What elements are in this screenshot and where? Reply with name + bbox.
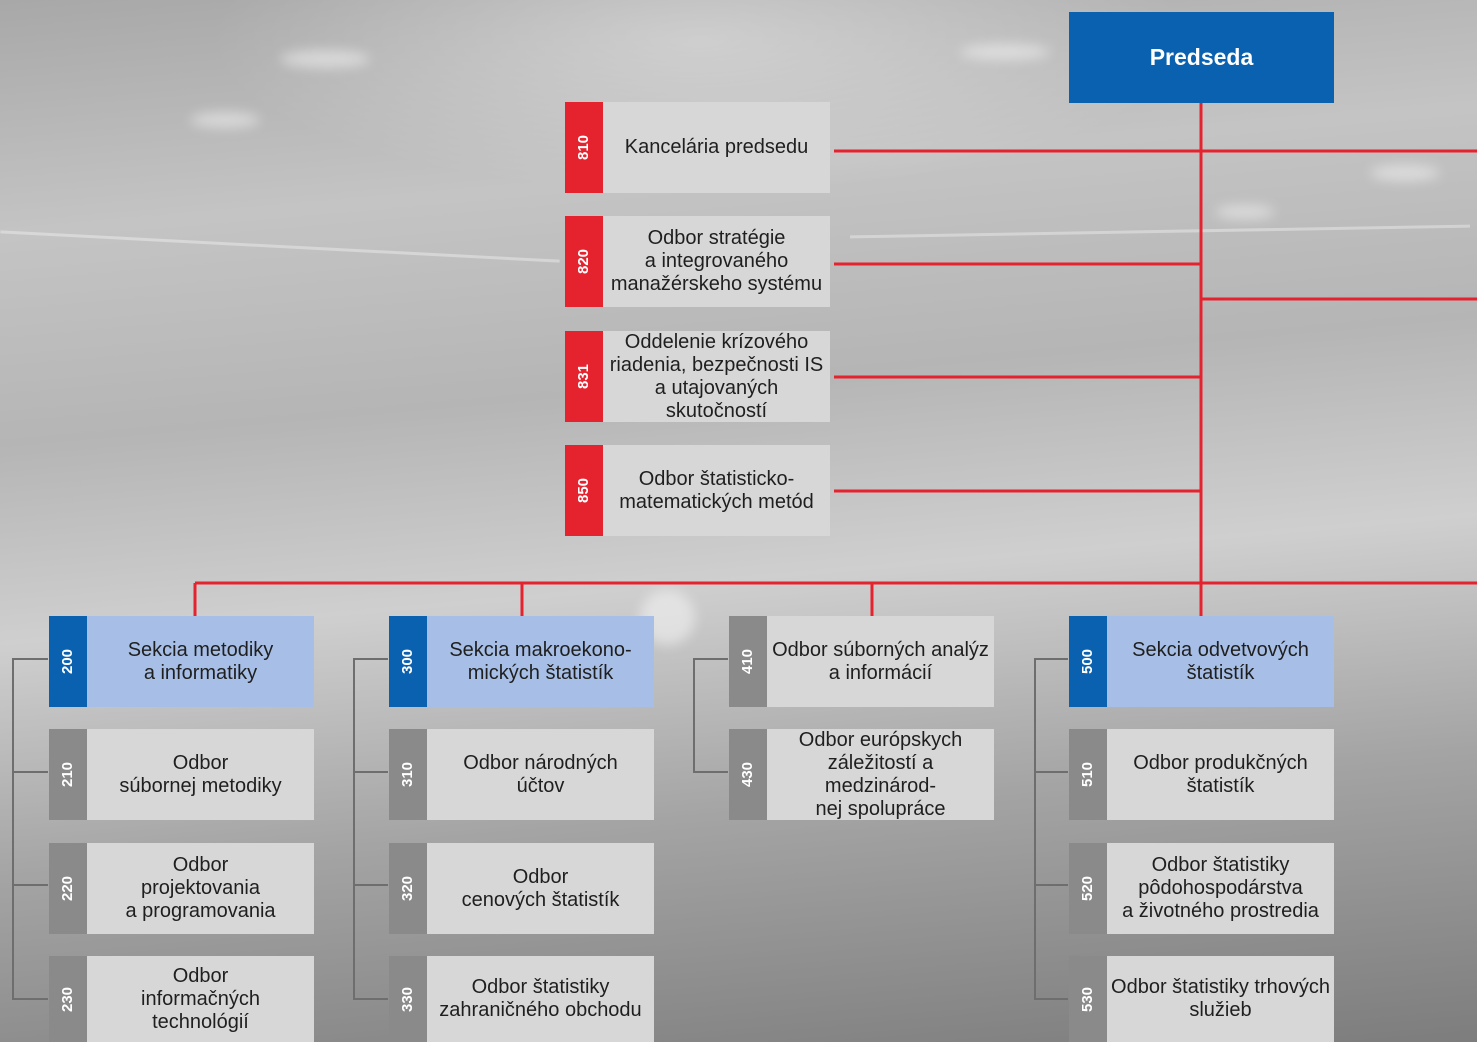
- unit-label: Odbor štatistiky trhových služieb: [1107, 956, 1334, 1042]
- department-530: 530 Odbor štatistiky trhových služieb: [1069, 956, 1334, 1042]
- unit-code: 530: [1069, 956, 1107, 1042]
- department-430: 430 Odbor európskych záležitostí a medzi…: [729, 729, 994, 820]
- unit-label: Sekcia metodiky a informatiky: [87, 616, 314, 707]
- staff-unit-850: 850 Odbor štatisticko- matematických met…: [565, 445, 830, 536]
- department-330: 330 Odbor štatistiky zahraničného obchod…: [389, 956, 654, 1042]
- unit-code: 210: [49, 729, 87, 820]
- department-520: 520 Odbor štatistiky pôdohospodárstva a …: [1069, 843, 1334, 934]
- staff-unit-820: 820 Odbor stratégie a integrovaného mana…: [565, 216, 830, 307]
- unit-code: 500: [1069, 616, 1107, 707]
- unit-label: Odbor stratégie a integrovaného manažérs…: [603, 216, 830, 307]
- unit-code: 831: [565, 331, 603, 422]
- unit-label: Kancelária predsedu: [603, 102, 830, 193]
- unit-label: Odbor projektovania a programovania: [87, 843, 314, 934]
- unit-code: 310: [389, 729, 427, 820]
- department-230: 230 Odbor informačných technológií: [49, 956, 314, 1042]
- unit-code: 320: [389, 843, 427, 934]
- department-220: 220 Odbor projektovania a programovania: [49, 843, 314, 934]
- unit-label: Odbor súborných analýz a informácií: [767, 616, 994, 707]
- president-box: Predseda: [1069, 12, 1334, 103]
- unit-label: Odbor európskych záležitostí a medzináro…: [767, 729, 994, 820]
- unit-label: Odbor cenových štatistík: [427, 843, 654, 934]
- unit-code: 520: [1069, 843, 1107, 934]
- unit-label: Odbor súbornej metodiky: [87, 729, 314, 820]
- section-500: 500 Sekcia odvetvových štatistík: [1069, 616, 1334, 707]
- unit-label: Sekcia odvetvových štatistík: [1107, 616, 1334, 707]
- section-300: 300 Sekcia makroekono- mických štatistík: [389, 616, 654, 707]
- unit-label: Odbor štatistiky zahraničného obchodu: [427, 956, 654, 1042]
- department-210: 210 Odbor súbornej metodiky: [49, 729, 314, 820]
- department-510: 510 Odbor produkčných štatistík: [1069, 729, 1334, 820]
- staff-unit-810: 810 Kancelária predsedu: [565, 102, 830, 193]
- unit-code: 200: [49, 616, 87, 707]
- unit-code: 430: [729, 729, 767, 820]
- unit-code: 230: [49, 956, 87, 1042]
- unit-code: 850: [565, 445, 603, 536]
- staff-unit-831: 831 Oddelenie krízového riadenia, bezpeč…: [565, 331, 830, 422]
- unit-label: Sekcia makroekono- mických štatistík: [427, 616, 654, 707]
- unit-code: 410: [729, 616, 767, 707]
- department-320: 320 Odbor cenových štatistík: [389, 843, 654, 934]
- unit-code: 220: [49, 843, 87, 934]
- unit-label: Odbor národných účtov: [427, 729, 654, 820]
- department-310: 310 Odbor národných účtov: [389, 729, 654, 820]
- unit-code: 330: [389, 956, 427, 1042]
- section-200: 200 Sekcia metodiky a informatiky: [49, 616, 314, 707]
- unit-label: Odbor produkčných štatistík: [1107, 729, 1334, 820]
- unit-label: Odbor informačných technológií: [87, 956, 314, 1042]
- unit-code: 510: [1069, 729, 1107, 820]
- unit-code: 300: [389, 616, 427, 707]
- unit-label: Oddelenie krízového riadenia, bezpečnost…: [603, 331, 830, 422]
- unit-label: Odbor štatisticko- matematických metód: [603, 445, 830, 536]
- unit-code: 810: [565, 102, 603, 193]
- department-410: 410 Odbor súborných analýz a informácií: [729, 616, 994, 707]
- unit-code: 820: [565, 216, 603, 307]
- unit-label: Odbor štatistiky pôdohospodárstva a živo…: [1107, 843, 1334, 934]
